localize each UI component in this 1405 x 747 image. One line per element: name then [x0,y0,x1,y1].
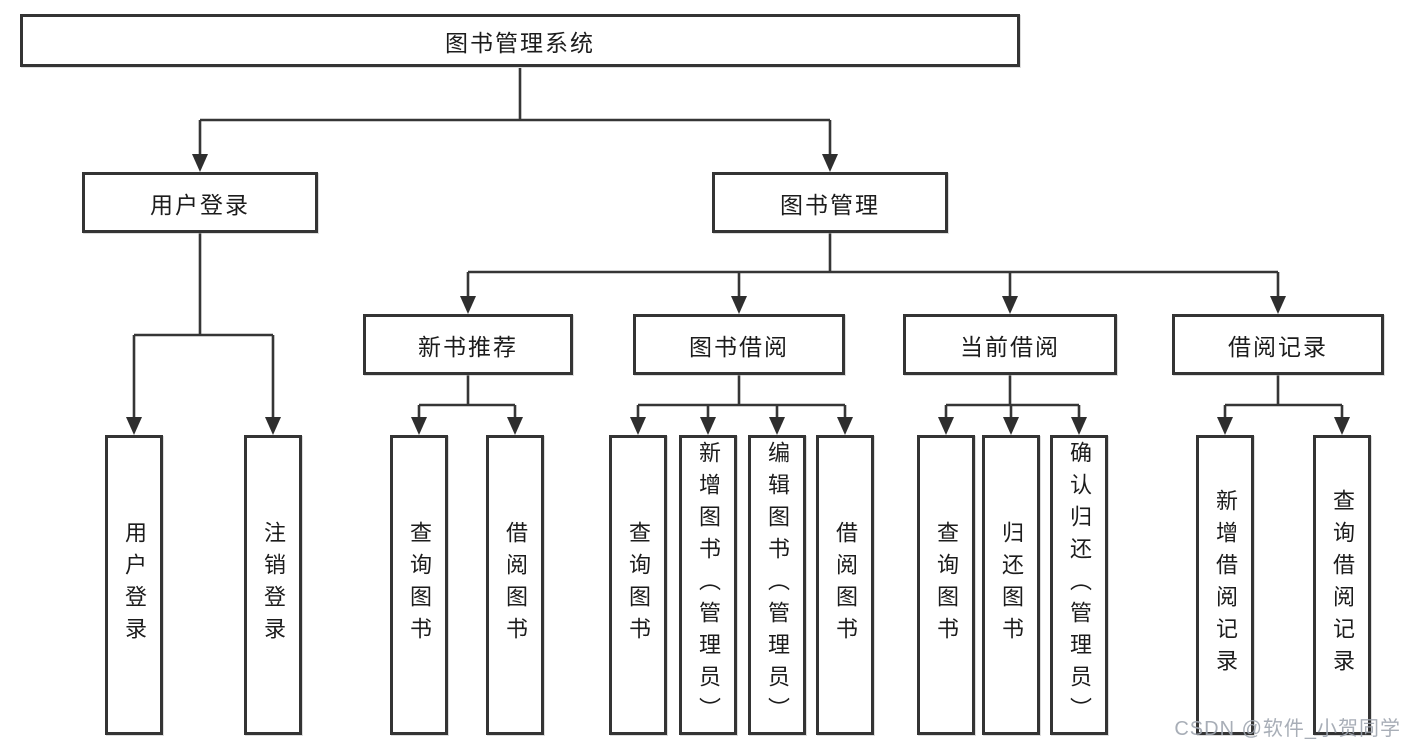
node-user-login: 用户登录 [82,172,318,233]
leaf-add-book-admin: 新增图书（管理员） [679,435,737,735]
leaf-query-books-recommend: 查询图书 [390,435,448,735]
leaf-query-borrow-record: 查询借阅记录 [1313,435,1371,735]
leaf-borrow-books-borrow: 借阅图书 [816,435,874,735]
leaf-borrow-books-recommend: 借阅图书 [486,435,544,735]
node-root: 图书管理系统 [20,14,1020,67]
csdn-watermark: CSDN @软件_小贺同学 [1174,718,1401,740]
node-book-borrow: 图书借阅 [633,314,845,375]
node-book-management: 图书管理 [712,172,948,233]
leaf-query-books-borrow: 查询图书 [609,435,667,735]
leaf-add-borrow-record: 新增借阅记录 [1196,435,1254,735]
node-current-borrow: 当前借阅 [903,314,1117,375]
leaf-return-book: 归还图书 [982,435,1040,735]
leaf-edit-book-admin: 编辑图书（管理员） [748,435,806,735]
leaf-query-books-current: 查询图书 [917,435,975,735]
node-new-book-recommend: 新书推荐 [363,314,573,375]
node-borrow-records: 借阅记录 [1172,314,1384,375]
leaf-confirm-return-admin: 确认归还（管理员） [1050,435,1108,735]
leaf-logout: 注销登录 [244,435,302,735]
leaf-user-login: 用户登录 [105,435,163,735]
